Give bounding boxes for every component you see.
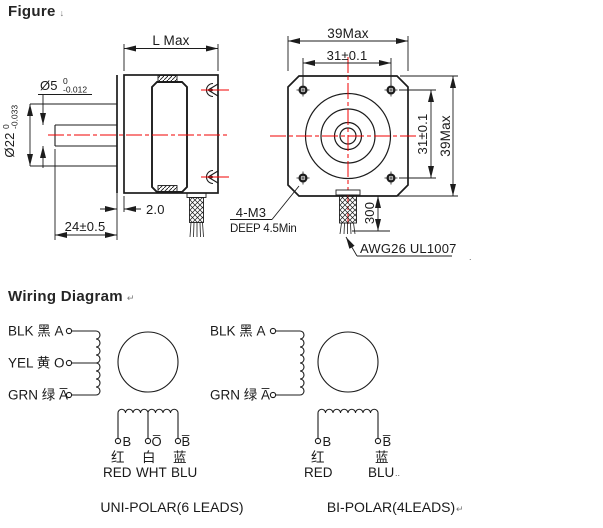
cn-wht-uni: 白 — [142, 450, 156, 465]
dim-pilot — [100, 196, 141, 212]
caption-unipolar: UNI-POLAR(6 LEADS) — [100, 499, 243, 515]
stray-mark-front: . — [469, 252, 472, 262]
motor-circle-bi — [317, 331, 379, 393]
label-height-max: 39Max — [438, 115, 453, 157]
phase-b-coil-bi — [317, 408, 379, 414]
dim-hole-spacing-side — [399, 89, 436, 179]
cn-red-uni: 红 — [111, 450, 125, 465]
wiring-heading: Wiring Diagram↵ — [8, 288, 135, 305]
mounting-hole-tr — [384, 83, 398, 97]
wiring-heading-text: Wiring Diagram — [8, 288, 123, 305]
cable-front — [335, 189, 361, 235]
label-l-max: L Max — [152, 33, 189, 48]
color-red-uni: RED — [103, 465, 132, 480]
lead-wires-front — [339, 222, 356, 235]
label-shaft-dia: Ø5 — [40, 78, 58, 93]
label-grn-bi: GRN 绿 A̅ — [210, 388, 270, 403]
line-break-mark: ↓ — [59, 8, 65, 18]
label-blk-uni: BLK 黑 A — [8, 324, 64, 339]
dim-shaft-dia — [38, 94, 92, 168]
color-blu-uni: BLU — [171, 465, 197, 480]
pin-b-bi: B — [323, 434, 332, 449]
label-width-max: 39Max — [327, 26, 369, 41]
color-wht-uni: WHT — [136, 465, 167, 480]
dim-l-max — [123, 44, 219, 71]
cn-blu-bi: 蓝 — [375, 450, 389, 465]
mount-note-leader — [230, 185, 300, 220]
mounting-hole-br — [384, 171, 398, 185]
caption-bipolar-mark: ↵ — [456, 504, 464, 514]
caption-bipolar: BI-POLAR(4LEADS) — [327, 499, 455, 515]
label-mount-note-1: 4-M3 — [236, 205, 266, 220]
unipolar-diagram — [65, 327, 182, 445]
pin-obar-uni: O̅ — [152, 434, 162, 449]
terminal-abar-bi — [269, 391, 277, 399]
label-mount-note-2: DEEP 4.5Min — [230, 223, 297, 235]
terminal-obar — [144, 437, 152, 445]
hatched-tab-bottom — [157, 185, 178, 193]
pin-bbar-uni: B̅ — [182, 434, 191, 449]
label-grn-uni: GRN 绿 A̅ — [8, 388, 68, 403]
label-shaft-tol-upper: 0 — [63, 76, 68, 86]
terminal-bbar-bi — [374, 437, 382, 445]
figure-heading-text: Figure — [8, 3, 56, 20]
label-hole-spacing-side: 31±0.1 — [415, 114, 430, 155]
dim-shaft-length — [54, 149, 118, 240]
label-lead-length: 300 — [362, 202, 377, 224]
label-lead-spec: AWG26 UL1007 — [360, 241, 457, 256]
label-hole-spacing-top: 31±0.1 — [327, 48, 368, 63]
terminal-leads-left-bi — [275, 330, 300, 396]
terminal-leads-bottom-bi — [317, 413, 379, 439]
side-view — [27, 44, 230, 240]
color-blu-bi: BLU — [368, 465, 394, 480]
label-yel-uni: YEL 黄 O — [8, 356, 65, 371]
terminal-leads-left — [71, 330, 96, 396]
figure-heading: Figure↓ — [8, 3, 64, 20]
terminal-o — [65, 359, 73, 367]
phase-a-coil-bi — [299, 330, 305, 396]
terminal-b-bi — [314, 437, 322, 445]
hatched-tab-top — [157, 75, 178, 83]
mounting-holes — [296, 83, 398, 185]
motor-circle-uni — [117, 331, 179, 393]
terminal-b — [114, 437, 122, 445]
label-shaft-tol-lower: -0.012 — [63, 85, 87, 95]
stray-mark-blu: .. — [395, 468, 400, 478]
motor-body-outline — [123, 74, 219, 194]
dim-height-max — [397, 75, 458, 197]
cn-blu-uni: 蓝 — [173, 450, 187, 465]
lead-wires-side — [189, 222, 204, 238]
pin-b-uni: B — [123, 434, 132, 449]
lead-spec-leader — [345, 236, 358, 257]
mounting-hole-tl — [296, 83, 310, 97]
line-break-mark-2: ↵ — [126, 293, 135, 303]
mounting-hole-bl — [296, 171, 310, 185]
label-boss-dia: Ø22 — [2, 132, 17, 157]
color-red-bi: RED — [304, 465, 333, 480]
terminal-leads-bottom-uni — [117, 413, 179, 439]
terminal-bbar — [174, 437, 182, 445]
cn-red-bi: 红 — [311, 450, 325, 465]
front-view — [230, 36, 458, 257]
terminal-a — [65, 327, 73, 335]
label-pilot-thickness: 2.0 — [146, 202, 165, 217]
stator-stack-outline — [151, 81, 188, 193]
phase-b-coil-uni — [117, 408, 179, 414]
pin-bbar-bi: B̅ — [383, 434, 392, 449]
dim-lead-length — [352, 196, 390, 232]
label-blk-bi: BLK 黑 A — [210, 324, 266, 339]
terminal-a-bi — [269, 327, 277, 335]
phase-a-coil — [95, 330, 101, 396]
boss-outline — [30, 103, 117, 167]
label-shaft-length: 24±0.5 — [65, 219, 106, 234]
dim-hole-spacing-top — [302, 58, 392, 85]
label-boss-dia-group: Ø22 0 -0.033 — [1, 105, 20, 158]
dim-width-max — [287, 36, 409, 71]
bipolar-diagram — [269, 327, 382, 445]
label-boss-tol-lower: -0.033 — [10, 105, 20, 129]
cable-side — [186, 192, 207, 238]
front-face-outline — [287, 75, 409, 197]
label-boss-tol-upper: 0 — [1, 124, 11, 129]
